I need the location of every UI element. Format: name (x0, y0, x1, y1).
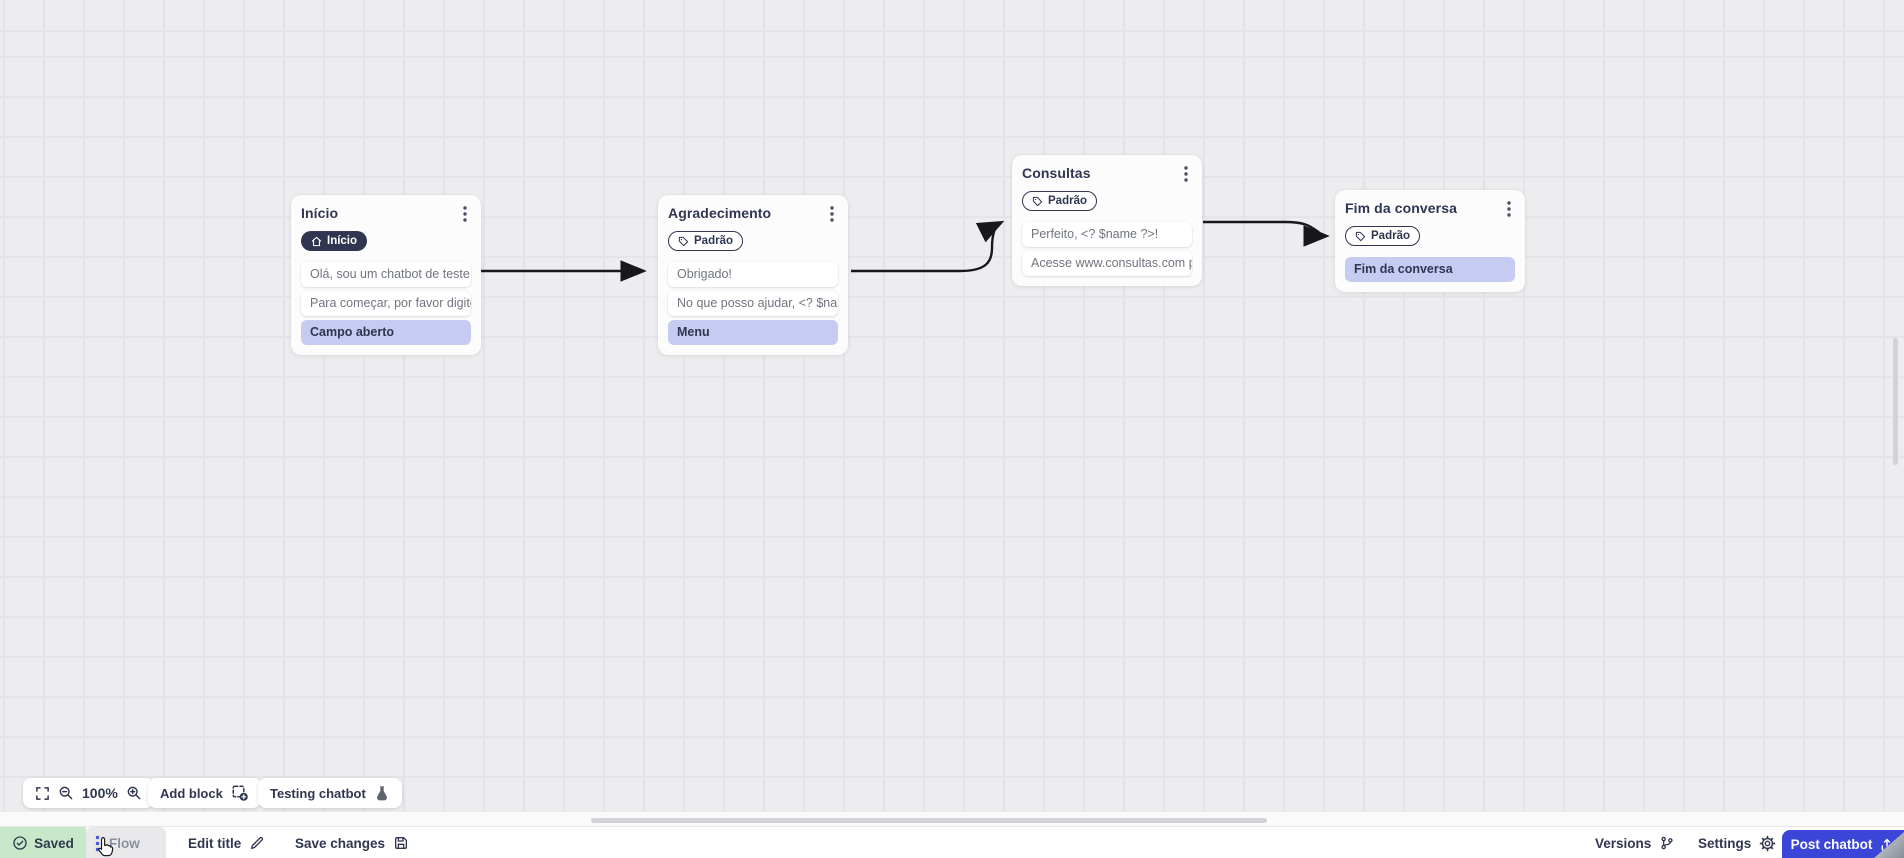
save-icon (395, 837, 408, 849)
tag-icon (678, 236, 689, 246)
testing-chatbot-button[interactable]: Testing chatbot (258, 778, 402, 808)
flow-canvas[interactable]: Início Início Olá, sou um chatbot de tes… (0, 0, 1904, 826)
tab-flow-label: Flow (109, 835, 140, 851)
fullscreen-icon[interactable] (35, 786, 50, 801)
message-block[interactable]: No que posso ajudar, <? $name ... (668, 290, 838, 316)
zoom-level: 100% (82, 785, 118, 801)
zoom-toolbar: 100% (23, 778, 154, 808)
tab-flow[interactable]: Flow (86, 827, 166, 858)
save-changes-button[interactable]: Save changes (295, 827, 409, 858)
node-header: Agradecimento (668, 205, 838, 223)
message-block[interactable]: Para começar, por favor digite o ... (301, 290, 471, 316)
home-icon (311, 236, 322, 246)
gear-icon (1759, 835, 1776, 851)
node-rows: Obrigado! No que posso ajudar, <? $name … (668, 261, 838, 345)
node-title: Agradecimento (668, 205, 772, 221)
drag-handle-icon[interactable] (95, 835, 100, 852)
message-block[interactable]: Perfeito, <? $name ?>! (1022, 221, 1192, 247)
tag-icon (1355, 231, 1366, 241)
add-block-button[interactable]: Add block (148, 778, 261, 808)
message-block[interactable]: Obrigado! (668, 261, 838, 287)
status-bar: Saved Flow Edit title Save changes Versi… (0, 826, 1904, 858)
kebab-menu-icon[interactable] (824, 205, 840, 223)
flow-connectors (481, 220, 1330, 282)
connector-agradecimento-consultas (851, 220, 1005, 273)
node-badge: Início (301, 231, 368, 251)
node-title: Início (301, 205, 339, 221)
git-branch-icon (1661, 836, 1673, 850)
pencil-icon (251, 836, 264, 849)
node-inicio[interactable]: Início Início Olá, sou um chatbot de tes… (291, 195, 481, 355)
testing-chatbot-label: Testing chatbot (270, 785, 366, 801)
node-fim-da-conversa[interactable]: Fim da conversa Padrão Fim da conversa (1335, 190, 1525, 292)
tag-icon (1032, 196, 1043, 206)
node-badge: Padrão (1345, 226, 1420, 246)
zoom-in-icon[interactable] (126, 785, 142, 801)
node-rows: Fim da conversa (1345, 256, 1515, 282)
node-header: Consultas (1022, 165, 1192, 183)
node-rows: Olá, sou um chatbot de teste! Para começ… (301, 261, 471, 345)
node-consultas[interactable]: Consultas Padrão Perfeito, <? $name ?>! … (1012, 155, 1202, 286)
node-title: Fim da conversa (1345, 200, 1457, 216)
connector-consultas-fim (1203, 220, 1330, 247)
message-block[interactable]: Olá, sou um chatbot de teste! (301, 261, 471, 287)
add-block-label: Add block (160, 785, 223, 801)
settings-button[interactable]: Settings (1698, 827, 1776, 858)
check-circle-icon (13, 836, 27, 850)
zoom-out-icon[interactable] (58, 785, 74, 801)
vertical-scrollbar[interactable] (1893, 338, 1898, 465)
kebab-menu-icon[interactable] (1178, 165, 1194, 183)
saved-status: Saved (0, 827, 86, 858)
kebab-menu-icon[interactable] (457, 205, 473, 223)
flask-icon (376, 785, 387, 800)
action-block[interactable]: Fim da conversa (1345, 256, 1515, 282)
node-badge: Padrão (1022, 191, 1097, 211)
node-agradecimento[interactable]: Agradecimento Padrão Obrigado! No que po… (658, 195, 848, 355)
action-block[interactable]: Menu (668, 319, 838, 345)
node-header: Início (301, 205, 471, 223)
edit-title-button[interactable]: Edit title (188, 827, 265, 858)
add-block-icon (232, 785, 248, 801)
kebab-menu-icon[interactable] (1501, 200, 1517, 218)
node-header: Fim da conversa (1345, 200, 1515, 218)
node-badge: Padrão (668, 231, 743, 251)
message-block[interactable]: Acesse www.consultas.com par... (1022, 250, 1192, 276)
versions-button[interactable]: Versions (1595, 827, 1675, 858)
node-title: Consultas (1022, 165, 1091, 181)
horizontal-scrollbar[interactable] (591, 818, 1267, 823)
action-block[interactable]: Campo aberto (301, 319, 471, 345)
node-rows: Perfeito, <? $name ?>! Acesse www.consul… (1022, 221, 1192, 276)
